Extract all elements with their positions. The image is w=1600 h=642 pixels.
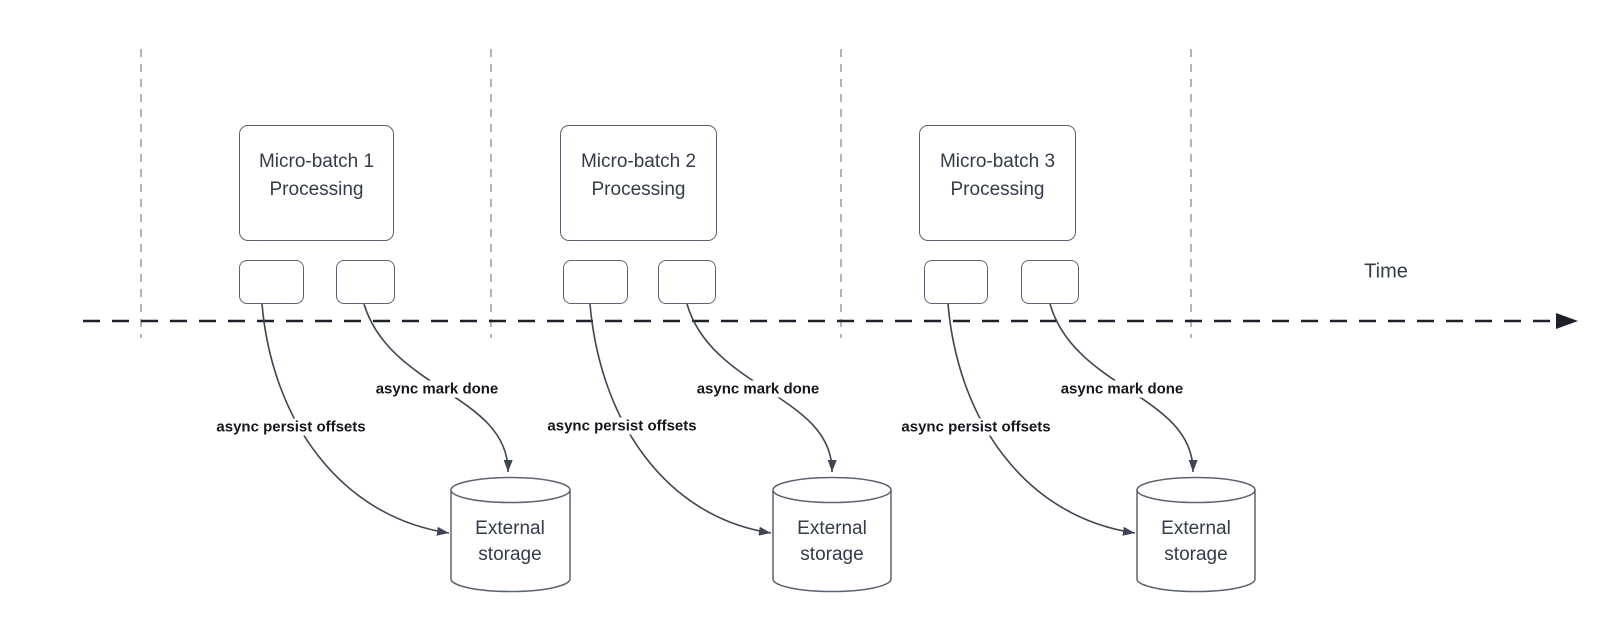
- mark-done-label-1: async mark done: [372, 380, 502, 398]
- offsets-task-box-1: [239, 260, 304, 304]
- micro-batch-2-subtitle: Processing: [591, 179, 686, 200]
- micro-batch-1-subtitle: Processing: [269, 179, 364, 200]
- persist-offsets-connector-3: [947, 303, 1136, 536]
- persist-offsets-label-2: async persist offsets: [544, 417, 700, 435]
- time-gridlines: [140, 49, 1192, 338]
- micro-batch-3-subtitle: Processing: [950, 179, 1045, 200]
- offsets-task-box-3: [924, 260, 988, 304]
- mark-done-label-2: async mark done: [693, 380, 823, 398]
- micro-batch-3-box: Micro-batch 3 Processing: [919, 125, 1076, 241]
- persist-offsets-label-1: async persist offsets: [213, 418, 369, 436]
- mark-done-label-3: async mark done: [1057, 380, 1187, 398]
- external-storage-cylinder-3: [1136, 476, 1256, 593]
- micro-batch-2-title: Micro-batch 2: [580, 151, 697, 172]
- time-axis-arrowhead: [1556, 313, 1578, 329]
- micro-batch-1-box: Micro-batch 1 Processing: [239, 125, 394, 241]
- micro-batch-3-title: Micro-batch 3: [939, 151, 1056, 172]
- external-storage-cylinder-2: [772, 476, 892, 593]
- mark-done-task-box-3: [1021, 260, 1079, 304]
- offsets-task-box-2: [563, 260, 628, 304]
- micro-batch-2-box: Micro-batch 2 Processing: [560, 125, 717, 241]
- external-storage-label-3: External storage: [1161, 518, 1231, 565]
- time-label: Time: [1364, 260, 1408, 283]
- persist-offsets-connector-1: [261, 303, 450, 536]
- mark-done-task-box-1: [336, 260, 395, 304]
- persist-offsets-label-3: async persist offsets: [898, 418, 1054, 436]
- mark-done-task-box-2: [658, 260, 716, 304]
- external-storage-label-2: External storage: [797, 518, 867, 565]
- persist-offsets-connector-2: [589, 303, 772, 536]
- external-storage-label-1: External storage: [475, 518, 545, 565]
- micro-batch-1-title: Micro-batch 1: [258, 151, 375, 172]
- external-storage-cylinder-1: [450, 476, 571, 593]
- time-axis: [83, 313, 1578, 329]
